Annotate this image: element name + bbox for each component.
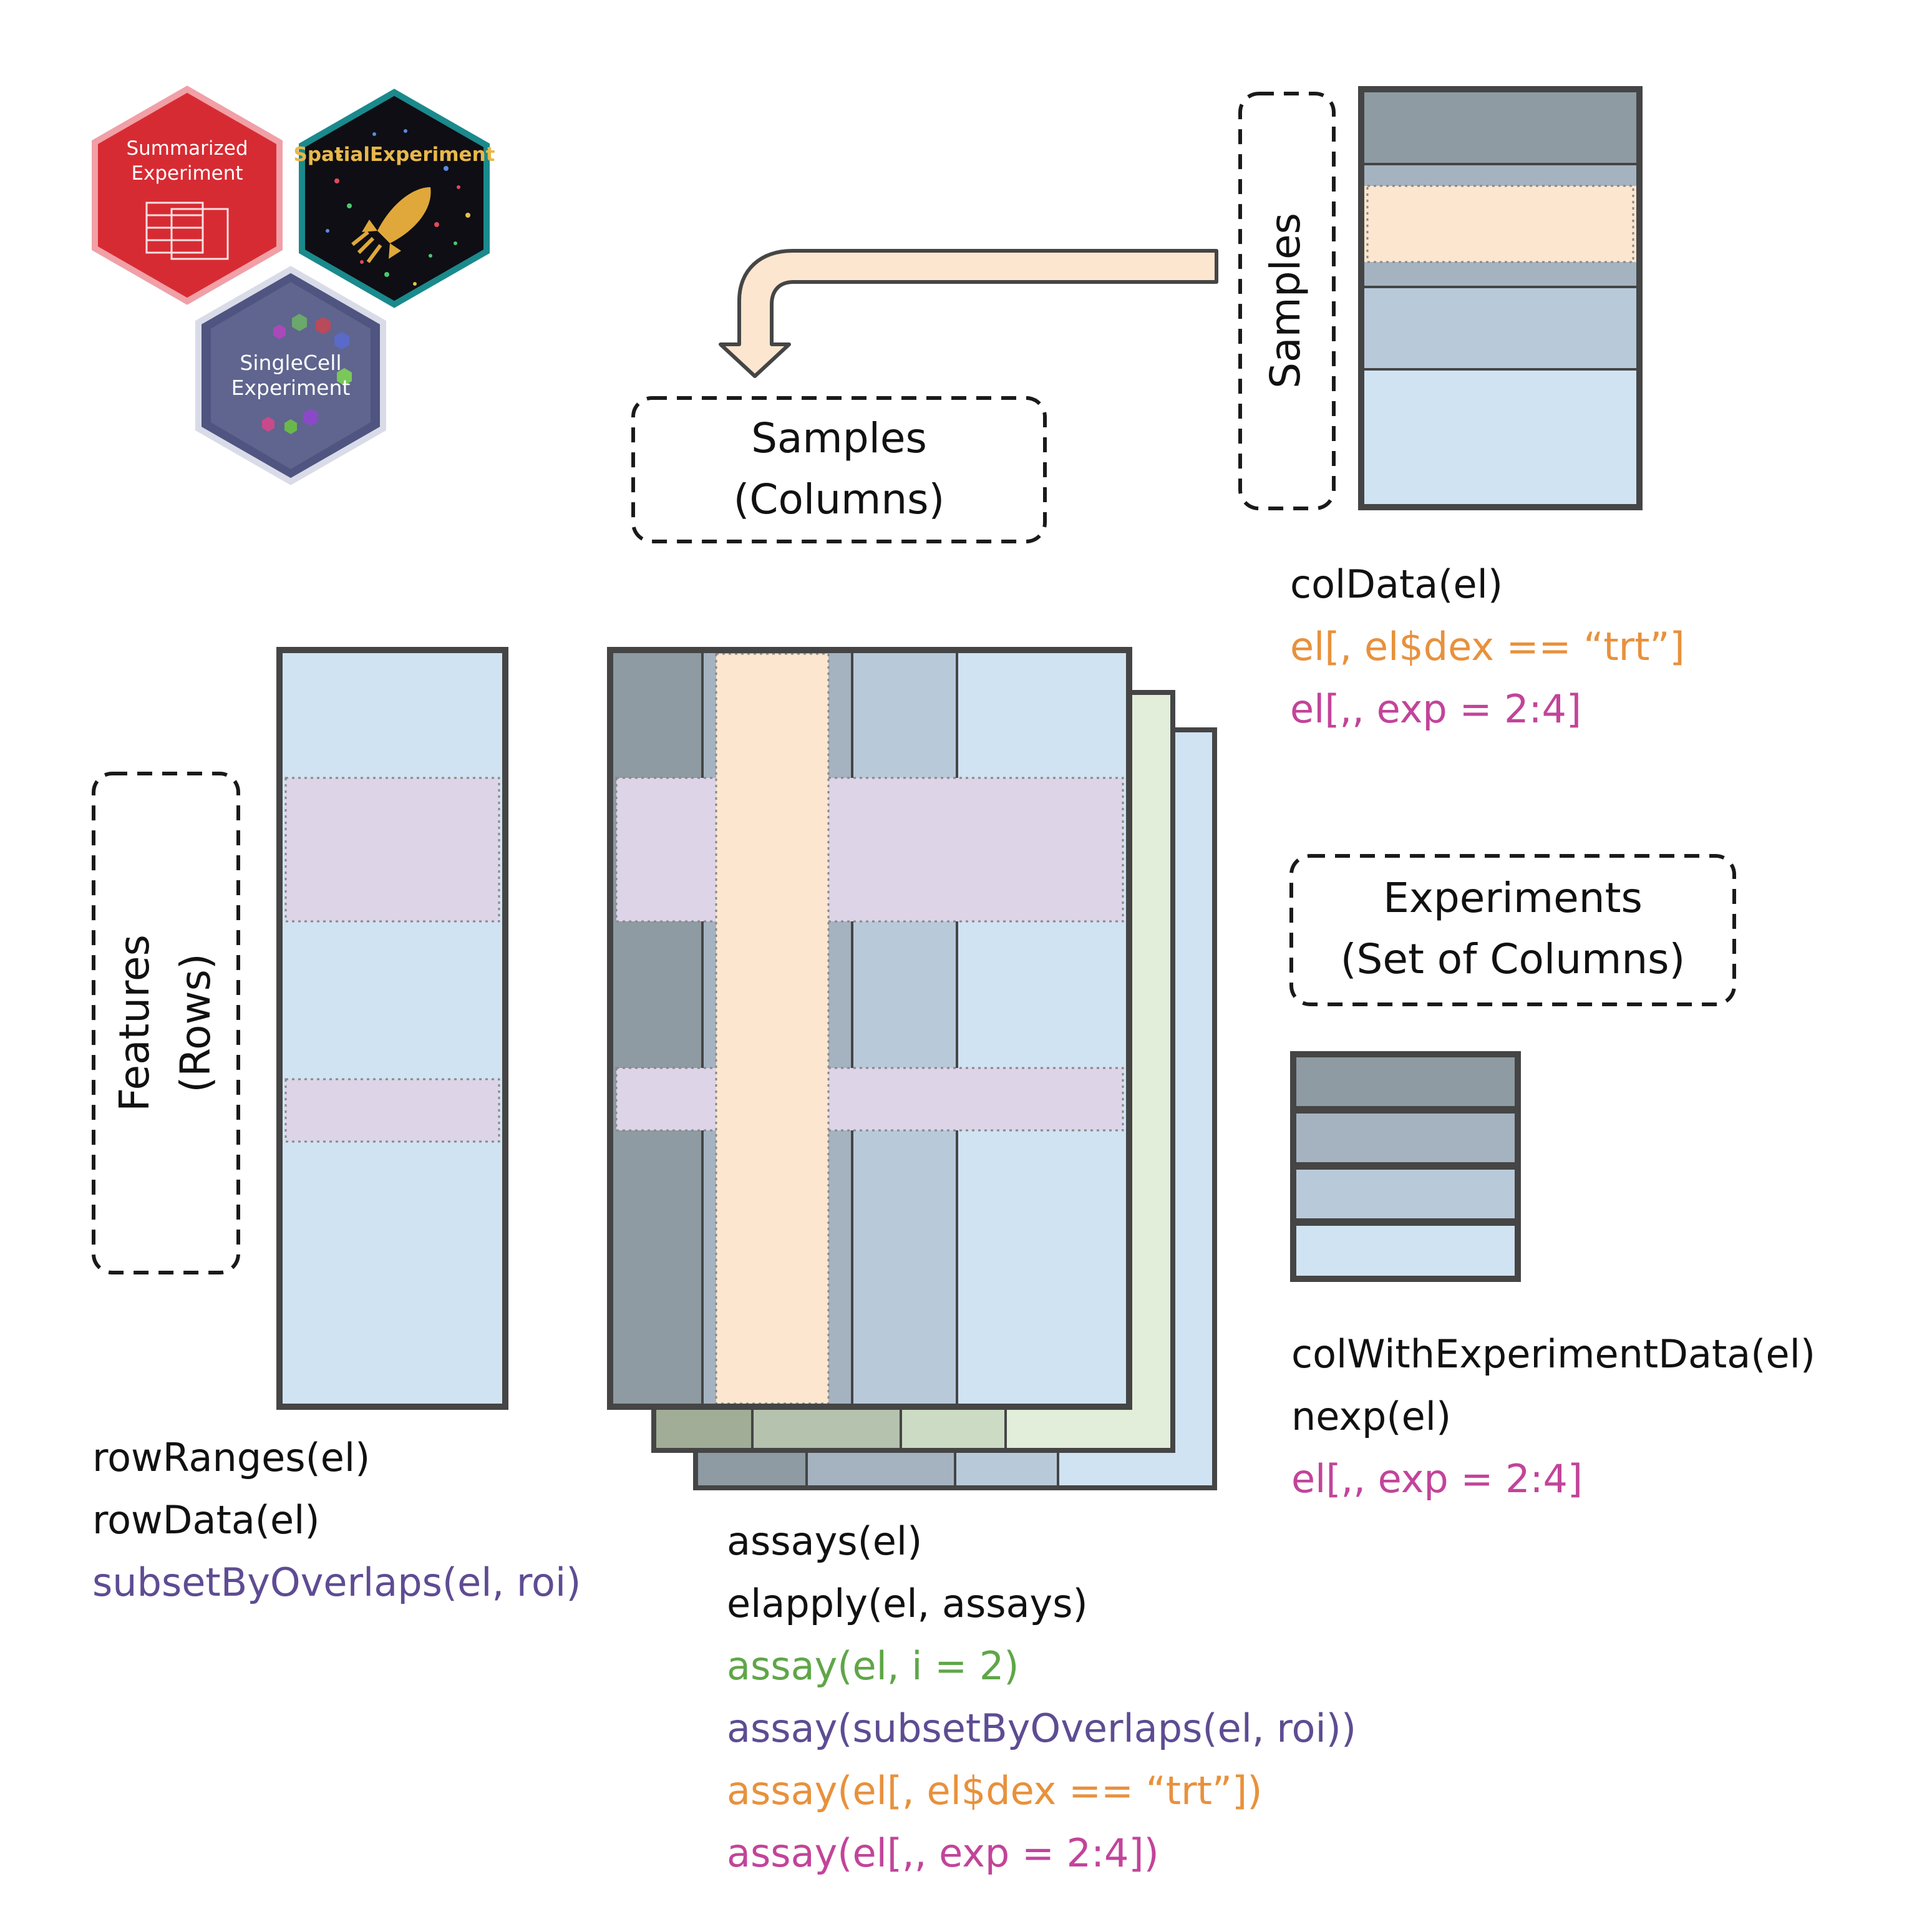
assay-code-line-2: elapply(el, assays) [727, 1581, 1088, 1626]
samples-columns-label-line2: (Columns) [734, 475, 945, 523]
experiments-label-line2: (Set of Columns) [1341, 935, 1686, 983]
row-code-line-2: rowData(el) [92, 1497, 320, 1543]
singlecell-logo-line1: SingleCell [240, 351, 341, 375]
experiment-table [1290, 1051, 1521, 1282]
curved-arrow-icon [719, 249, 1218, 378]
assay-code-block: assays(el) elapply(el, assays) assay(el,… [727, 1518, 1356, 1876]
assay-layer-front [607, 647, 1132, 1410]
assay-row-highlight-2 [615, 1067, 1124, 1132]
coldata-table [1358, 86, 1643, 510]
experiments-label-box: Experiments (Set of Columns) [1289, 854, 1736, 1006]
colexp-code-line-2: nexp(el) [1291, 1394, 1451, 1439]
singlecell-experiment-logo: SingleCell Experiment [195, 266, 386, 485]
features-rows-label-box: Features (Rows) [92, 772, 240, 1274]
colexp-code-line-1: colWithExperimentData(el) [1291, 1331, 1815, 1377]
rocket-icon [351, 187, 431, 263]
summarized-logo-line1: Summarized [126, 137, 248, 160]
spatial-logo-label: SpatialExperiment [294, 143, 495, 166]
assay-code-line-3: assay(el, i = 2) [727, 1643, 1019, 1689]
coldata-code-line-2: el[, el$dex == “trt”] [1290, 624, 1685, 669]
row-code-block: rowRanges(el) rowData(el) subsetByOverla… [92, 1435, 581, 1605]
assay-row-highlight-1 [615, 777, 1124, 923]
cell-hexagons-icon [262, 314, 352, 434]
coldata-highlighted-row [1361, 186, 1639, 262]
samples-columns-label-line1: Samples [751, 414, 927, 462]
singlecell-logo-line2: Experiment [231, 376, 351, 400]
rowdata-table [276, 647, 508, 1410]
rowdata-highlight-2 [284, 1078, 500, 1143]
spatial-experiment-logo: SpatialExperiment [294, 89, 495, 308]
features-label-line1: Features [110, 934, 158, 1112]
assay-code-line-6: assay(el[,, exp = 2:4]) [727, 1830, 1159, 1876]
features-label-line2: (Rows) [172, 953, 220, 1092]
samples-columns-label-box: Samples (Columns) [631, 396, 1047, 543]
assay-code-line-5: assay(el[, el$dex == “trt”]) [727, 1768, 1262, 1813]
rowdata-highlight-1 [284, 777, 500, 923]
samples-vertical-label: Samples [1261, 213, 1309, 389]
assay-code-line-1: assays(el) [727, 1518, 922, 1564]
assay-code-line-4: assay(subsetByOverlaps(el, roi)) [727, 1706, 1356, 1751]
coldata-code-line-1: colData(el) [1290, 561, 1503, 607]
colexp-code-line-3: el[,, exp = 2:4] [1291, 1456, 1583, 1502]
coldata-code-block: colData(el) el[, el$dex == “trt”] el[,, … [1290, 561, 1685, 732]
colexp-code-block: colWithExperimentData(el) nexp(el) el[,,… [1291, 1331, 1815, 1502]
coldata-code-line-3: el[,, exp = 2:4] [1290, 686, 1581, 732]
row-code-line-3: subsetByOverlaps(el, roi) [92, 1560, 581, 1605]
experiments-label-line1: Experiments [1383, 874, 1643, 922]
samples-vertical-label-box: Samples [1238, 92, 1336, 510]
summarized-experiment-logo: Summarized Experiment [92, 85, 283, 305]
row-code-line-1: rowRanges(el) [92, 1435, 370, 1480]
assay-column-highlight [715, 653, 830, 1405]
summarized-logo-line2: Experiment [131, 162, 243, 185]
